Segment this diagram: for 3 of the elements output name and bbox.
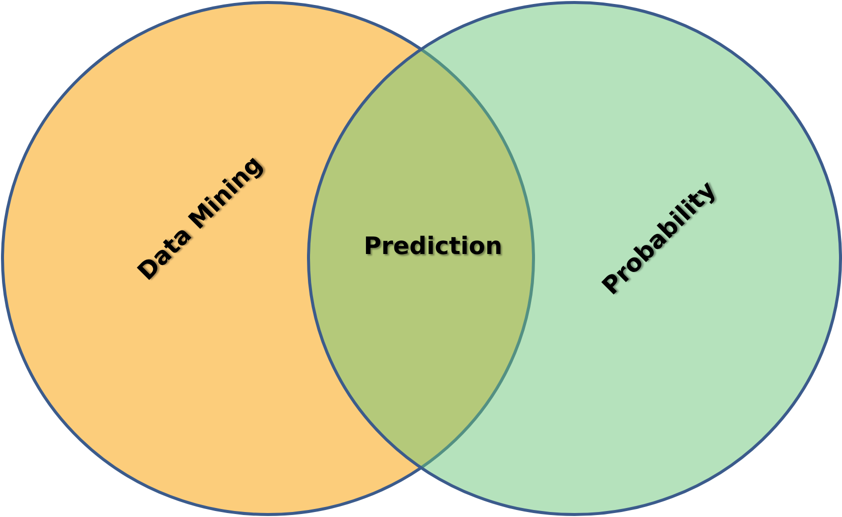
venn-circle bbox=[307, 1, 842, 516]
venn-circle bbox=[1, 1, 535, 516]
overlap-label: Prediction bbox=[364, 232, 502, 260]
